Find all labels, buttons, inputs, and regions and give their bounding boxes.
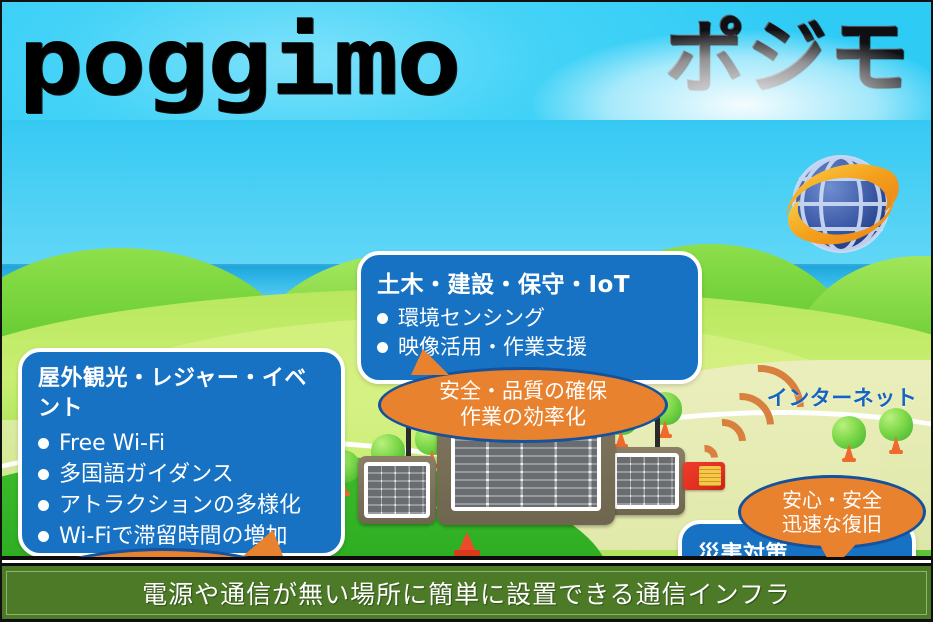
- traffic-cone-icon: [454, 532, 480, 556]
- list-item: 環境センシング: [377, 304, 682, 333]
- footer-inner-frame: 電源や通信が無い場所に簡単に設置できる通信インフラ: [6, 570, 927, 615]
- header-banner: poggimo ポジモ: [0, 0, 933, 120]
- benefit-bubble-tourism[interactable]: 顧客サービス 省力化・差別化 集客・売上げ増: [18, 530, 308, 557]
- list-item: Wi-Fiで滞留時間の増加: [38, 521, 327, 552]
- antenna-icon: [655, 413, 660, 451]
- footer-banner: 電源や通信が無い場所に簡単に設置できる通信インフラ: [0, 563, 933, 622]
- antenna-icon: [406, 422, 411, 460]
- benefit-bubble-disaster[interactable]: 安心・安全 迅速な復旧: [738, 475, 926, 557]
- brand-logo-japanese: ポジモ: [665, 11, 911, 104]
- list-item: アトラクションの多様化: [38, 490, 327, 521]
- callout-box-civil[interactable]: 土木・建設・保守・IoT 環境センシング 映像活用・作業支援: [357, 251, 702, 384]
- footer-top-rule: [0, 556, 933, 560]
- sim-chip-icon: [699, 466, 721, 486]
- bubble-tail: [243, 530, 283, 556]
- list-item-label: アトラクションの多様化: [59, 493, 302, 518]
- globe-icon: [776, 142, 906, 272]
- tree-icon: [832, 416, 866, 462]
- bullet-dot-icon: [38, 500, 49, 511]
- list-item: Free Wi-Fi: [38, 428, 327, 459]
- sim-card-device: [683, 462, 725, 490]
- bubble-line: 安心・安全: [782, 487, 882, 512]
- bullet-dot-icon: [38, 469, 49, 480]
- brand-logo: poggimo: [18, 14, 461, 109]
- list-item-label: Free Wi-Fi: [59, 431, 166, 456]
- callout-title-tourism: 屋外観光・レジャー・イベント: [38, 366, 307, 421]
- footer-tagline: 電源や通信が無い場所に簡単に設置できる通信インフラ: [142, 579, 791, 609]
- list-item: 多国語ガイダンス: [38, 459, 327, 490]
- internet-label: インターネット: [766, 386, 918, 410]
- benefit-bubble-civil[interactable]: 安全・品質の確保 作業の効率化: [378, 349, 668, 443]
- solar-panel-device: [358, 422, 436, 524]
- callout-title-civil: 土木・建設・保守・IoT: [377, 272, 631, 298]
- bubble-tail: [411, 349, 449, 375]
- solar-panel-device: [607, 413, 685, 515]
- bullet-dot-icon: [377, 313, 388, 324]
- bubble-line: 迅速な復旧: [782, 512, 882, 536]
- callout-title-disaster: 災害対策: [698, 542, 789, 557]
- callout-box-tourism[interactable]: 屋外観光・レジャー・イベント Free Wi-Fi 多国語ガイダンス アトラクシ…: [18, 348, 345, 557]
- illustration-scene: インターネット 土木・建設・保守・IoT 環境センシング 映像活用・作業支援 屋…: [0, 120, 933, 557]
- bullet-dot-icon: [377, 342, 388, 353]
- list-item-label: 環境センシング: [398, 306, 545, 330]
- tree-icon: [879, 408, 913, 454]
- bullet-dot-icon: [38, 438, 49, 449]
- brand-logo-text: poggimo: [18, 6, 461, 116]
- bubble-line: 作業の効率化: [460, 405, 586, 429]
- list-item-label: 多国語ガイダンス: [59, 462, 234, 487]
- bullet-dot-icon: [38, 531, 49, 542]
- bubble-tail: [819, 543, 857, 557]
- callout-list-tourism: Free Wi-Fi 多国語ガイダンス アトラクションの多様化 Wi-Fiで滞留…: [38, 428, 327, 552]
- bubble-line: 安全・品質の確保: [439, 379, 607, 404]
